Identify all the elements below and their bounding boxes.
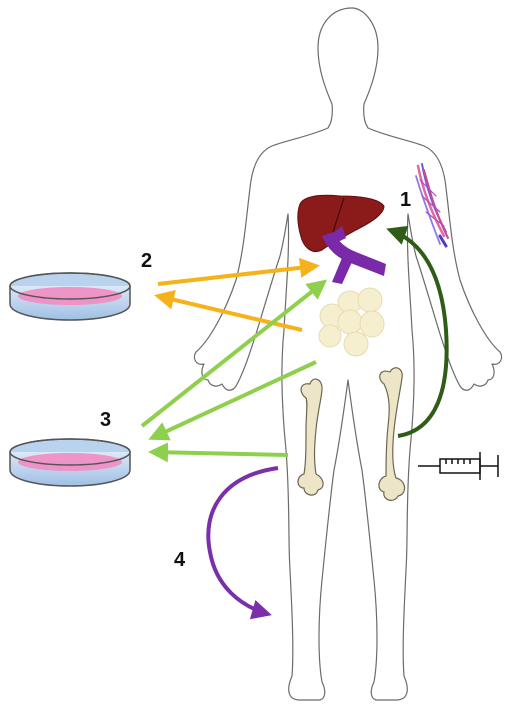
- arrow-dish-to-liver: [158, 266, 316, 284]
- bone-icon: [298, 368, 405, 501]
- arrow-purple-return: [208, 468, 278, 614]
- step-label-2: 2: [141, 250, 152, 272]
- arrow-marrow-to-liver: [390, 230, 447, 436]
- arrow-dish-to-vessel: [142, 282, 324, 426]
- petri-dish-icon: [10, 439, 130, 486]
- body-outline: [194, 8, 501, 700]
- step-label-1: 1: [400, 189, 411, 211]
- syringe-icon: [418, 452, 498, 480]
- muscle-fiber-icon: [416, 164, 448, 246]
- petri-dish-icon: [10, 273, 130, 320]
- blood-vessel-icon: [322, 226, 386, 284]
- arrow-bone-to-dish: [152, 452, 288, 455]
- adipose-tissue-icon: [319, 288, 384, 356]
- arrow-liver-to-dish: [158, 296, 302, 330]
- step-label-4: 4: [174, 549, 186, 571]
- step-label-3: 3: [100, 409, 111, 431]
